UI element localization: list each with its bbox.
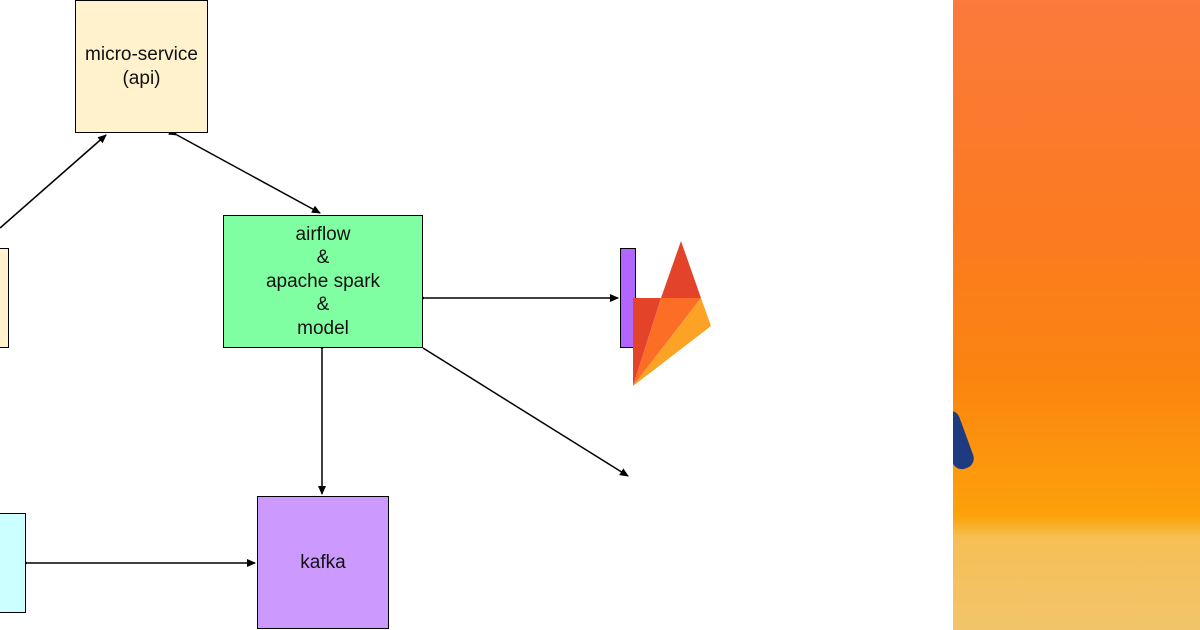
- node-airflow-spark-model: airflow & apache spark & model: [223, 215, 423, 348]
- node-airflow-line: model: [297, 317, 349, 339]
- node-airflow-line: &: [316, 247, 330, 269]
- node-airflow-line: apache spark: [265, 270, 381, 292]
- photo-blue-strap: [953, 408, 977, 472]
- node-left-bottom-clipped: [0, 513, 26, 613]
- node-kafka: kafka: [257, 496, 389, 629]
- node-api-line2: (api): [122, 67, 161, 89]
- node-airflow-line: airflow: [295, 223, 351, 245]
- node-micro-service-api: micro-service (api): [75, 0, 208, 133]
- node-kafka-label: kafka: [300, 551, 346, 573]
- node-api-line1: micro-service: [85, 43, 198, 65]
- photo-floor: [953, 535, 1200, 630]
- orange-photo-panel: [953, 0, 1200, 630]
- edge-api-airflow: [168, 127, 321, 214]
- node-left-mid-clipped: [0, 248, 9, 348]
- gitlab-logo-icon: [633, 241, 711, 386]
- edge-airflow-out: [422, 347, 629, 477]
- edge-left-to-api: [0, 134, 107, 229]
- node-airflow-line: &: [316, 294, 330, 316]
